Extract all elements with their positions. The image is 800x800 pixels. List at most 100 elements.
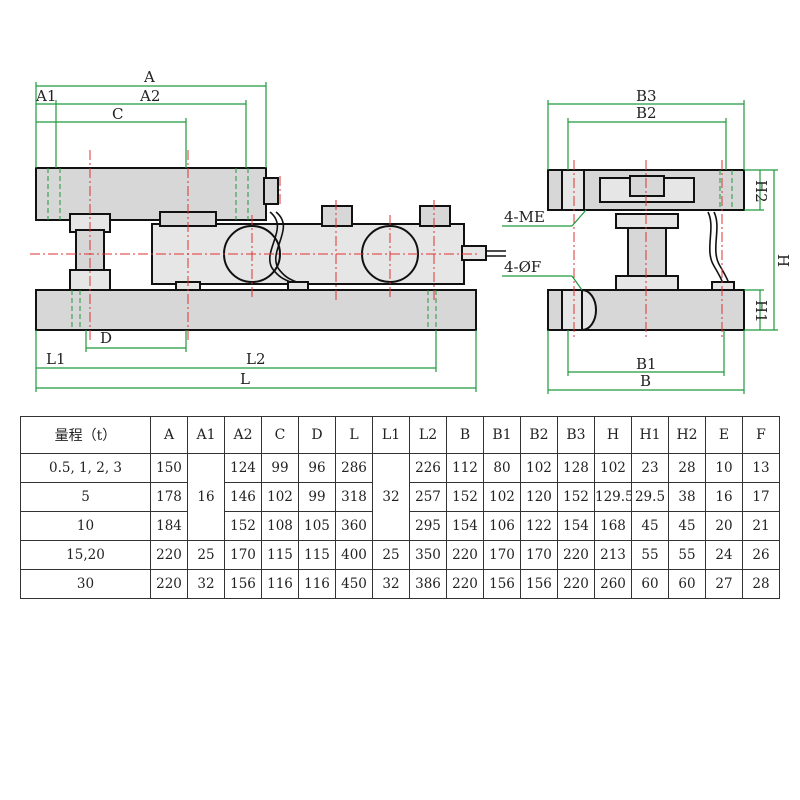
table-cell: 112 — [446, 453, 484, 483]
table-cell-a1-merged: 16 — [187, 453, 225, 541]
table-cell: 213 — [594, 540, 632, 570]
table-header-cell: 量程（t） — [20, 416, 151, 454]
table-cell: 220 — [446, 540, 484, 570]
table-header-cell: H2 — [668, 416, 706, 454]
table-cell: 220 — [150, 540, 188, 570]
table-cell: 318 — [335, 482, 373, 512]
table-cell: 105 — [298, 511, 336, 541]
table-cell: 295 — [409, 511, 447, 541]
dim-label-D: D — [100, 329, 112, 347]
table-cell: 55 — [631, 540, 669, 570]
table-cell: 102 — [520, 453, 558, 483]
table-cell: 0.5, 1, 2, 3 — [20, 453, 151, 483]
table-cell: 170 — [224, 540, 262, 570]
table-cell: 152 — [557, 482, 595, 512]
table-cell: 168 — [594, 511, 632, 541]
table-cell: 260 — [594, 569, 632, 599]
table-cell: 30 — [20, 569, 151, 599]
table-cell: 220 — [557, 569, 595, 599]
table-header-cell: B — [446, 416, 484, 454]
table-cell: 178 — [150, 482, 188, 512]
table-row: 15,20 220 25 170 115 115 400 25 350 220 … — [20, 540, 780, 570]
table-cell: 220 — [446, 569, 484, 599]
table-cell: 80 — [483, 453, 521, 483]
dim-label-B1: B1 — [636, 355, 657, 373]
table-cell: 129.5 — [594, 482, 632, 512]
dim-label-L: L — [240, 370, 250, 388]
table-cell: 17 — [742, 482, 780, 512]
table-header-cell: B1 — [483, 416, 521, 454]
table-cell: 60 — [631, 569, 669, 599]
table-header-cell: L — [335, 416, 373, 454]
table-cell: 20 — [705, 511, 743, 541]
dim-label-L1: L1 — [46, 350, 66, 368]
table-cell: 152 — [224, 511, 262, 541]
dim-label-B: B — [640, 372, 651, 390]
dim-label-L2: L2 — [246, 350, 266, 368]
table-cell: 156 — [520, 569, 558, 599]
dim-label-H: H — [774, 254, 792, 267]
table-header-cell: L2 — [409, 416, 447, 454]
table-cell: 156 — [224, 569, 262, 599]
table-cell: 122 — [520, 511, 558, 541]
table-cell: 38 — [668, 482, 706, 512]
dim-label-C: C — [112, 105, 123, 123]
table-cell: 60 — [668, 569, 706, 599]
table-cell: 152 — [446, 482, 484, 512]
table-cell: 24 — [705, 540, 743, 570]
table-header-row: 量程（t） A A1 A2 C D L L1 L2 B B1 B2 B3 H H… — [20, 416, 780, 454]
dim-label-F: 4-ØF — [504, 258, 541, 276]
table-cell: 99 — [261, 453, 299, 483]
table-header-cell: A2 — [224, 416, 262, 454]
table-header-cell: B2 — [520, 416, 558, 454]
table-cell: 128 — [557, 453, 595, 483]
table-row: 10 184 152 108 105 360 295 154 106 122 1… — [20, 511, 780, 541]
table-cell: 16 — [705, 482, 743, 512]
table-cell: 28 — [668, 453, 706, 483]
table-cell: 286 — [335, 453, 373, 483]
table-cell: 257 — [409, 482, 447, 512]
table-cell: 102 — [594, 453, 632, 483]
table-cell: 32 — [372, 569, 410, 599]
table-cell: 10 — [20, 511, 151, 541]
dim-label-H1: H1 — [752, 300, 770, 323]
dim-label-A1: A1 — [35, 87, 56, 105]
table-header-cell: A — [150, 416, 188, 454]
table-cell: 115 — [261, 540, 299, 570]
table-cell-l1-merged: 32 — [372, 453, 410, 541]
table-cell: 29.5 — [631, 482, 669, 512]
table-cell: 13 — [742, 453, 780, 483]
table-header-cell: C — [261, 416, 299, 454]
table-cell: 154 — [557, 511, 595, 541]
front-bolt-left — [321, 205, 353, 227]
table-cell: 156 — [483, 569, 521, 599]
table-cell: 154 — [446, 511, 484, 541]
table-header-cell: B3 — [557, 416, 595, 454]
table-cell: 21 — [742, 511, 780, 541]
table-header-cell: H — [594, 416, 632, 454]
table-cell: 25 — [187, 540, 225, 570]
table-cell: 400 — [335, 540, 373, 570]
table-row: 30 220 32 156 116 116 450 32 386 220 156… — [20, 569, 780, 599]
table-cell: 26 — [742, 540, 780, 570]
table-cell: 102 — [261, 482, 299, 512]
table-cell: 96 — [298, 453, 336, 483]
table-cell: 55 — [668, 540, 706, 570]
table-cell: 102 — [483, 482, 521, 512]
table-cell: 45 — [631, 511, 669, 541]
table-cell: 450 — [335, 569, 373, 599]
table-cell: 220 — [557, 540, 595, 570]
table-header-cell: E — [705, 416, 743, 454]
dim-label-B2: B2 — [636, 104, 657, 122]
table-cell: 124 — [224, 453, 262, 483]
table-cell: 350 — [409, 540, 447, 570]
front-view: A A1 A2 C D L1 L2 L — [30, 68, 506, 392]
dim-label-H2: H2 — [752, 180, 770, 203]
side-view: B3 B2 B1 B H H2 H1 4-ME 4-ØF — [502, 87, 792, 394]
front-bolt-right — [419, 205, 451, 227]
table-header-cell: F — [742, 416, 780, 454]
table-cell: 106 — [483, 511, 521, 541]
table-cell: 116 — [261, 569, 299, 599]
table-cell: 32 — [187, 569, 225, 599]
load-cell-mount-drawing: A A1 A2 C D L1 L2 L — [30, 68, 792, 394]
